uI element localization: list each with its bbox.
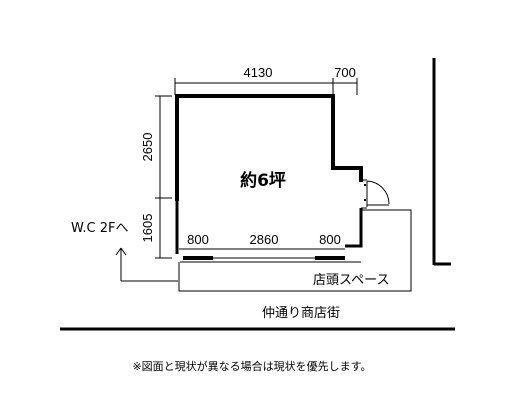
dimension-left-upper: 2650 — [140, 133, 155, 162]
disclaimer-note: ※図面と現状が異なる場合は現状を優先します。 — [132, 359, 371, 373]
area-label: 約6坪 — [240, 170, 286, 191]
door-marker-icon — [364, 184, 366, 201]
dimension-front-center: 2860 — [250, 232, 279, 247]
dimension-front-left: 800 — [187, 232, 209, 247]
storefront-outline — [178, 209, 412, 292]
front-wall-left — [183, 256, 213, 260]
dimension-front-right: 800 — [319, 232, 341, 247]
door-swing — [361, 179, 390, 209]
street-label: 仲通り商店街 — [262, 306, 340, 321]
dimension-top-width: 4130 — [244, 65, 273, 80]
left-dimension-line — [155, 95, 172, 259]
wc-label: W.C 2Fへ — [71, 221, 128, 236]
room-walls — [175, 94, 363, 201]
wc-arrow-icon — [115, 247, 178, 282]
storefront-label: 店頭スペース — [313, 273, 389, 288]
front-wall-right — [315, 256, 345, 260]
dimension-left-lower: 1605 — [140, 214, 155, 243]
room-walls-lower-right — [345, 208, 363, 248]
top-dimension-line — [174, 78, 358, 95]
dimension-top-extension: 700 — [334, 65, 356, 80]
